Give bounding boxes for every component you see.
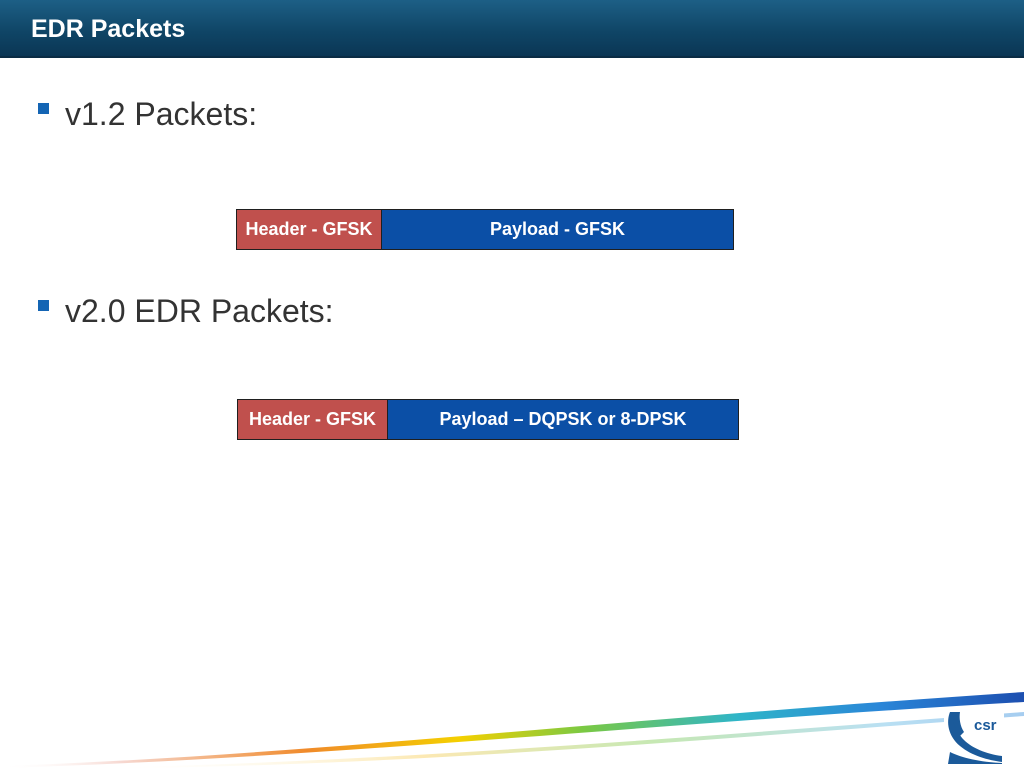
logo-text: csr [974, 717, 997, 734]
slide-title: EDR Packets [31, 15, 186, 43]
rainbow-swoosh-icon [0, 692, 1024, 768]
square-bullet-icon [38, 102, 49, 114]
bullet-v12: v1.2 Packets: [38, 94, 257, 134]
bullet-text: v1.2 Packets: [65, 96, 258, 132]
header-segment: Header - GFSK [236, 209, 382, 250]
bullet-v20: v2.0 EDR Packets: [38, 291, 334, 331]
payload-segment: Payload - GFSK [382, 209, 734, 250]
square-bullet-icon [38, 299, 49, 311]
packet-diagram-v20: Header - GFSK Payload – DQPSK or 8-DPSK [237, 399, 739, 440]
bullet-text: v2.0 EDR Packets: [65, 293, 334, 329]
csr-logo-icon: csr [944, 708, 1004, 764]
title-bar: EDR Packets [0, 0, 1024, 58]
payload-segment: Payload – DQPSK or 8-DPSK [388, 399, 739, 440]
packet-diagram-v12: Header - GFSK Payload - GFSK [236, 209, 734, 250]
header-segment: Header - GFSK [237, 399, 388, 440]
